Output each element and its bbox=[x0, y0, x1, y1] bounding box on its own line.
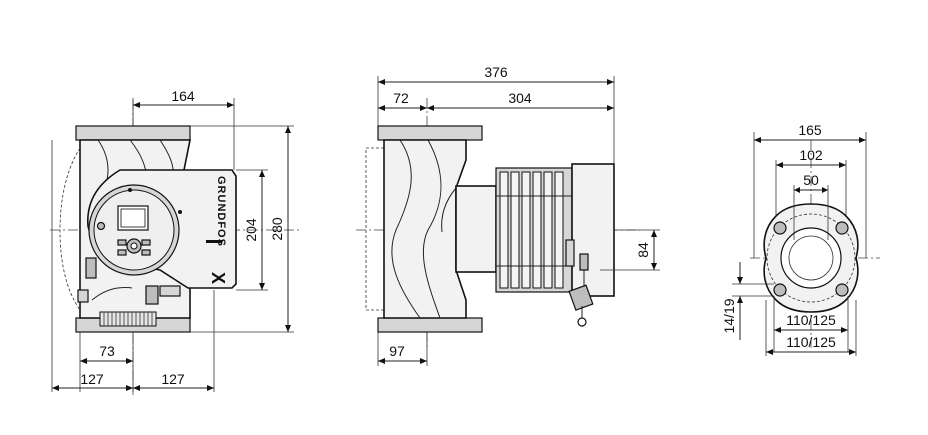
side-cable-gland bbox=[568, 284, 594, 311]
dim-110-125-b: 110/125 bbox=[786, 334, 836, 350]
brand-logo-mark: X bbox=[208, 272, 228, 285]
dim-97: 97 bbox=[389, 343, 405, 359]
dim-73: 73 bbox=[99, 343, 115, 359]
dim-164: 164 bbox=[171, 88, 195, 104]
dim-280: 280 bbox=[269, 217, 285, 241]
side-sensor-plug bbox=[579, 253, 589, 271]
side-view-dimensions: 376 72 304 84 97 bbox=[377, 64, 660, 366]
side-view: 376 72 304 84 97 bbox=[356, 64, 660, 366]
flange-view: 165 102 50 14/19 110/125 bbox=[721, 122, 880, 356]
dim-204: 204 bbox=[243, 218, 259, 242]
flange-view-dimensions: 165 102 50 14/19 110/125 bbox=[721, 122, 867, 356]
display-screen bbox=[117, 205, 149, 231]
dim-50: 50 bbox=[803, 172, 819, 188]
front-top-flange bbox=[75, 125, 191, 141]
dim-165: 165 bbox=[798, 122, 822, 138]
motor-end-cap bbox=[571, 163, 615, 297]
side-top-flange bbox=[377, 125, 483, 141]
dim-84: 84 bbox=[635, 242, 651, 258]
motor-neck bbox=[455, 185, 497, 273]
terminal-box-fins bbox=[99, 311, 157, 327]
cable-gland bbox=[145, 285, 159, 305]
dim-127-right: 127 bbox=[161, 371, 185, 387]
flange-bore bbox=[780, 227, 842, 289]
bolt-hole-bl bbox=[773, 283, 787, 297]
side-bottom-flange bbox=[377, 317, 483, 333]
dim-14-19: 14/19 bbox=[721, 298, 737, 333]
dim-72: 72 bbox=[393, 90, 409, 106]
front-view-dimensions: 164 204 280 73 127 127 bbox=[51, 88, 294, 392]
brand-label: GRUNDFOS bbox=[215, 176, 227, 247]
dim-102: 102 bbox=[799, 147, 823, 163]
dim-304: 304 bbox=[508, 90, 532, 106]
front-view: GRUNDFOS X bbox=[50, 88, 300, 395]
dim-127-left: 127 bbox=[80, 371, 104, 387]
motor-fins bbox=[499, 171, 564, 289]
bolt-hole-tl bbox=[773, 221, 787, 235]
bolt-hole-br bbox=[835, 283, 849, 297]
dim-376: 376 bbox=[484, 64, 508, 80]
dim-110-125-a: 110/125 bbox=[786, 312, 836, 328]
sensor-plug bbox=[85, 257, 97, 279]
bolt-hole-tr bbox=[835, 221, 849, 235]
